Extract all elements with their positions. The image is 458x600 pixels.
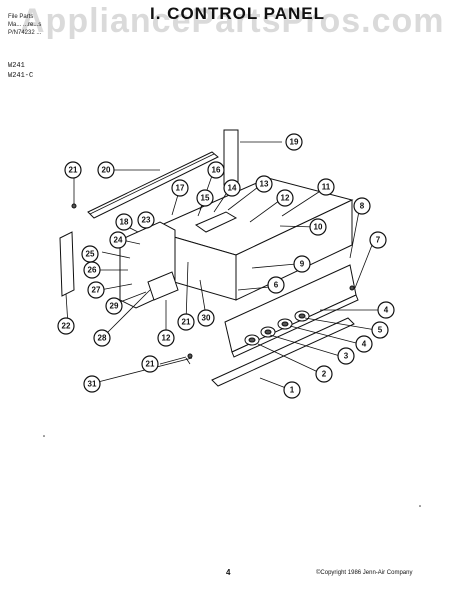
svg-text:22: 22 xyxy=(62,322,71,331)
callout-29: 29 xyxy=(105,297,123,315)
callout-1: 1 xyxy=(283,381,301,399)
callout-22: 22 xyxy=(57,317,75,335)
callout-12: 12 xyxy=(276,189,294,207)
svg-text:30: 30 xyxy=(202,314,211,323)
side-bracket-part xyxy=(59,231,75,297)
svg-text:21: 21 xyxy=(69,166,78,175)
callout-9: 9 xyxy=(293,255,311,273)
svg-text:20: 20 xyxy=(102,166,111,175)
svg-text:15: 15 xyxy=(201,194,210,203)
callout-19: 19 xyxy=(285,133,303,151)
svg-text:29: 29 xyxy=(110,302,119,311)
screw-part xyxy=(71,203,77,209)
callout-13: 13 xyxy=(255,175,273,193)
svg-text:8: 8 xyxy=(360,202,365,211)
callout-10: 10 xyxy=(309,218,327,236)
callout-21: 21 xyxy=(141,355,159,373)
watermark-text: AppliancePartsPros.com xyxy=(20,2,445,40)
svg-text:4: 4 xyxy=(384,306,389,315)
callout-20: 20 xyxy=(97,161,115,179)
callout-14: 14 xyxy=(223,179,241,197)
callout-21: 21 xyxy=(64,161,82,179)
bottom-trim-part xyxy=(211,317,355,387)
svg-text:28: 28 xyxy=(98,334,107,343)
panel-lower-lip-part xyxy=(231,294,359,358)
header-file-label: File Parts xyxy=(8,14,34,20)
knob-center-part xyxy=(248,337,256,343)
svg-text:26: 26 xyxy=(88,266,97,275)
svg-text:7: 7 xyxy=(376,236,381,245)
callout-26: 26 xyxy=(83,261,101,279)
callout-28: 28 xyxy=(93,329,111,347)
svg-text:21: 21 xyxy=(146,360,155,369)
knob-center-part xyxy=(264,329,272,335)
callout-17: 17 xyxy=(171,179,189,197)
svg-text:31: 31 xyxy=(88,380,97,389)
svg-text:11: 11 xyxy=(322,183,331,192)
callout-12: 12 xyxy=(157,329,175,347)
svg-text:13: 13 xyxy=(260,180,269,189)
model-number: W241 xyxy=(8,62,25,70)
callout-15: 15 xyxy=(196,189,214,207)
page-number: 4 xyxy=(226,568,231,577)
callout-27: 27 xyxy=(87,281,105,299)
callout-3: 3 xyxy=(337,347,355,365)
switch-box-part xyxy=(194,211,238,233)
header-line-3: P/N74232 ... xyxy=(8,30,42,36)
knob-center-part xyxy=(281,321,289,327)
callout-23: 23 xyxy=(137,211,155,229)
svg-text:14: 14 xyxy=(228,184,237,193)
svg-text:18: 18 xyxy=(120,218,129,227)
svg-text:17: 17 xyxy=(176,184,185,193)
screw-part xyxy=(349,285,355,291)
header-line-2: Ma... ...re...s xyxy=(8,22,42,28)
callout-11: 11 xyxy=(317,178,335,196)
svg-text:6: 6 xyxy=(274,281,279,290)
svg-text:3: 3 xyxy=(344,352,349,361)
callout-31: 31 xyxy=(83,375,101,393)
callout-30: 30 xyxy=(197,309,215,327)
svg-text:23: 23 xyxy=(142,216,151,225)
bracket-part xyxy=(223,129,239,186)
page-title: I. CONTROL PANEL xyxy=(150,4,325,23)
callout-24: 24 xyxy=(109,231,127,249)
svg-text:24: 24 xyxy=(114,236,123,245)
model-number: W241-C xyxy=(8,72,34,80)
screw-part xyxy=(187,353,193,359)
svg-text:12: 12 xyxy=(162,334,171,343)
svg-text:12: 12 xyxy=(281,194,290,203)
svg-text:2: 2 xyxy=(322,370,327,379)
svg-text:10: 10 xyxy=(314,223,323,232)
callout-4: 4 xyxy=(355,335,373,353)
callout-25: 25 xyxy=(81,245,99,263)
svg-text:27: 27 xyxy=(92,286,101,295)
knob-center-part xyxy=(298,313,306,319)
callout-16: 16 xyxy=(207,161,225,179)
callout-7: 7 xyxy=(369,231,387,249)
svg-text:21: 21 xyxy=(182,318,191,327)
svg-text:4: 4 xyxy=(362,340,367,349)
copyright-notice: ©Copyright 1986 Jenn-Air Company xyxy=(316,570,413,576)
callout-18: 18 xyxy=(115,213,133,231)
callout-4: 4 xyxy=(377,301,395,319)
callout-6: 6 xyxy=(267,276,285,294)
switch-part xyxy=(147,271,179,301)
svg-text:19: 19 xyxy=(290,138,299,147)
callout-8: 8 xyxy=(353,197,371,215)
trim-strip-part xyxy=(87,151,219,219)
svg-text:16: 16 xyxy=(212,166,221,175)
callout-21: 21 xyxy=(177,313,195,331)
callout-2: 2 xyxy=(315,365,333,383)
svg-text:25: 25 xyxy=(86,250,95,259)
svg-text:9: 9 xyxy=(300,260,305,269)
svg-text:1: 1 xyxy=(290,386,295,395)
callout-5: 5 xyxy=(371,321,389,339)
svg-text:5: 5 xyxy=(378,326,383,335)
